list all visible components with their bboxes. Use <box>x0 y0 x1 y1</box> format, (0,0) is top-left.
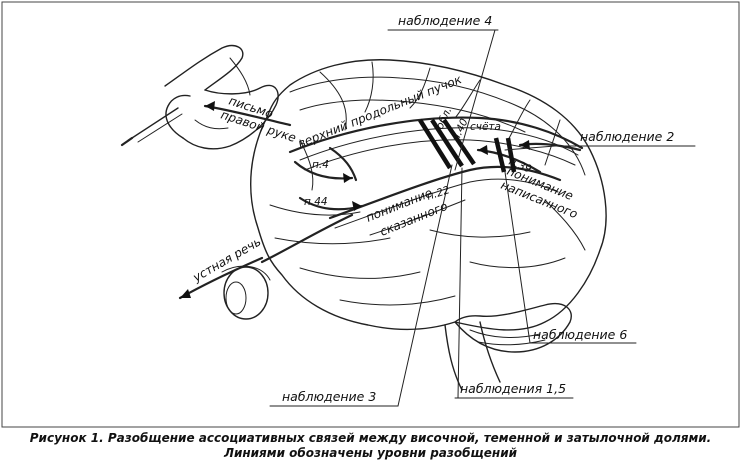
caption-line-1: Рисунок 1. Разобщение ассоциативных связ… <box>29 431 712 445</box>
figure-caption: Рисунок 1. Разобщение ассоциативных связ… <box>0 431 741 461</box>
cut-line-c <box>442 118 476 166</box>
label-field-44: п.44 <box>304 196 328 208</box>
label-fasciculus: верхний продольный пучок <box>296 72 464 151</box>
cut-line-d <box>493 137 507 173</box>
caption-line-2: Линиями обозначены уровни разобщений <box>223 446 518 460</box>
cut-line-e <box>505 137 517 173</box>
cerebellum <box>444 303 572 391</box>
label-counting: счёта <box>470 121 501 133</box>
label-observation-3: наблюдение 3 <box>282 389 376 404</box>
leader-lines <box>269 29 696 407</box>
label-observation-2: наблюдение 2 <box>580 129 674 144</box>
label-field-4: п.4 <box>312 159 329 171</box>
label-observation-1-5: наблюдения 1,5 <box>460 381 566 396</box>
hand-with-pen <box>120 44 279 150</box>
label-observation-6: наблюдение 6 <box>533 327 627 342</box>
cut-line-b <box>430 118 464 168</box>
label-observation-4: наблюдение 4 <box>398 13 492 28</box>
disconnection-cuts <box>418 118 517 173</box>
label-oral-speech: устная речь <box>190 234 264 285</box>
eye <box>221 265 271 320</box>
cut-line-a <box>418 118 452 170</box>
fasciculus-lines <box>260 116 584 264</box>
brain-outline <box>250 59 607 331</box>
figure-border <box>1 1 740 428</box>
label-field-40: п.40 <box>450 117 471 144</box>
